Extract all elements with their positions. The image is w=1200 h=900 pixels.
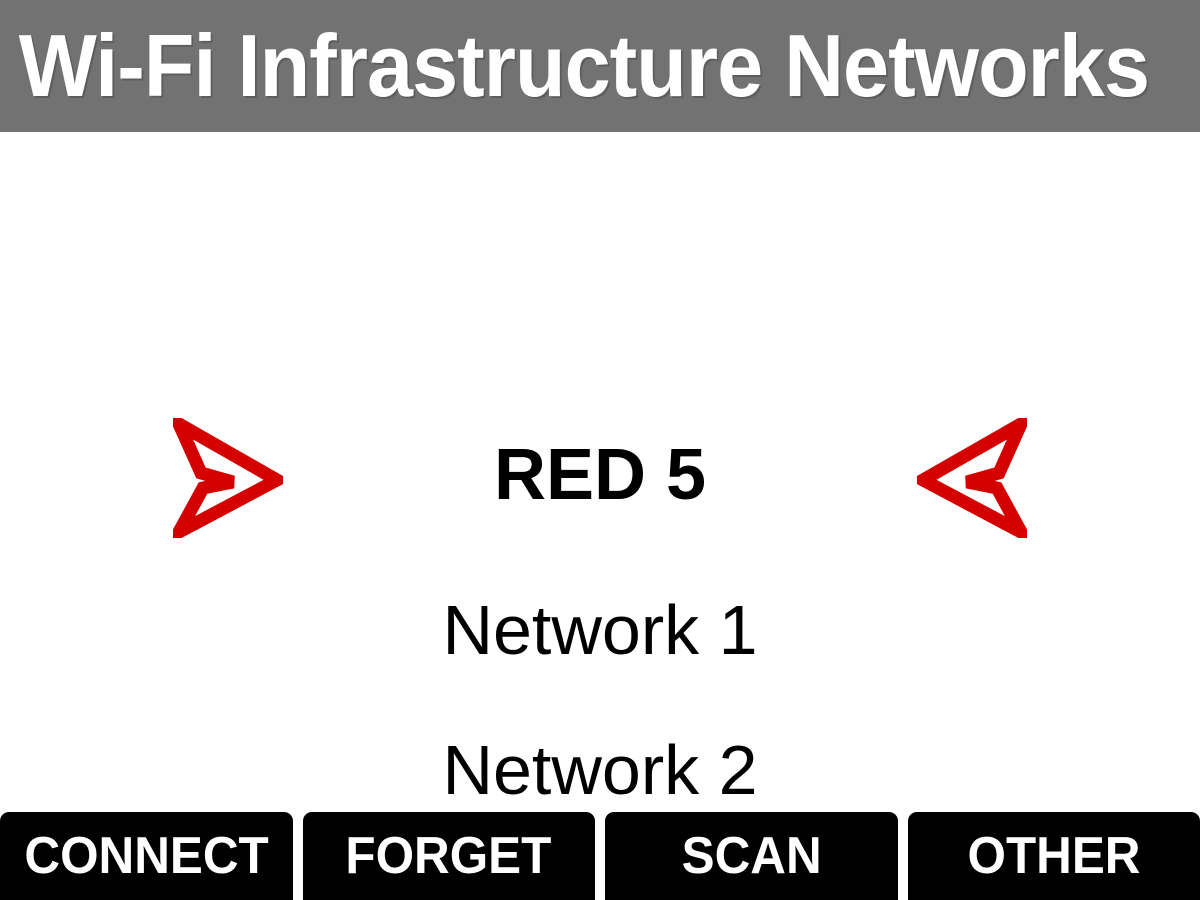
network-list: Network 1 Network 2 bbox=[0, 560, 1200, 840]
forget-button[interactable]: FORGET bbox=[302, 812, 595, 900]
network-name: Network 2 bbox=[442, 731, 758, 809]
scan-button[interactable]: SCAN bbox=[605, 812, 898, 900]
selected-network-name: RED 5 bbox=[493, 435, 707, 515]
title-bar: Wi-Fi Infrastructure Networks bbox=[0, 0, 1200, 132]
scan-button-label: SCAN bbox=[681, 827, 822, 885]
selected-network-row[interactable]: RED 5 bbox=[0, 410, 1200, 540]
network-name: Network 1 bbox=[442, 591, 758, 669]
connect-button[interactable]: CONNECT bbox=[0, 812, 293, 900]
soft-key-bar: CONNECT FORGET SCAN OTHER bbox=[0, 812, 1200, 900]
list-item[interactable]: Network 1 bbox=[0, 560, 1200, 700]
arrow-left-outline-icon bbox=[917, 418, 1027, 538]
connect-button-label: CONNECT bbox=[24, 827, 269, 885]
page-title: Wi-Fi Infrastructure Networks bbox=[18, 16, 1150, 115]
other-button-label: OTHER bbox=[967, 827, 1141, 885]
list-item[interactable]: Network 2 bbox=[0, 700, 1200, 840]
other-button[interactable]: OTHER bbox=[907, 812, 1200, 900]
arrow-right-outline-icon bbox=[173, 418, 283, 538]
network-content-area: RED 5 Network 1 Network 2 bbox=[0, 132, 1200, 812]
forget-button-label: FORGET bbox=[345, 827, 552, 885]
